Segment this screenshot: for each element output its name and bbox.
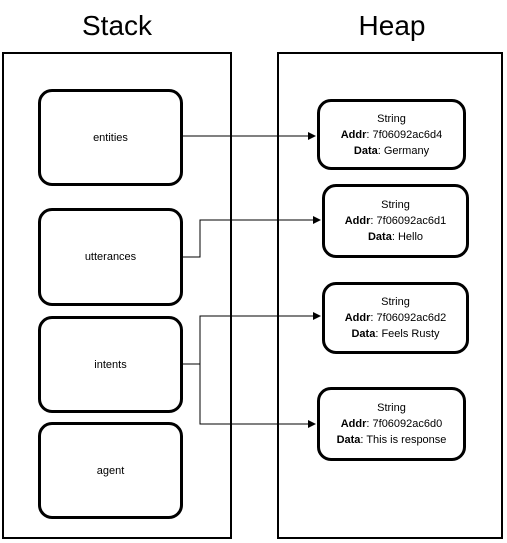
heap-string-3: String Addr: 7f06092ac6d0 Data: This is … (317, 387, 466, 461)
addr-label: Addr (340, 418, 367, 430)
stack-var-intents: intents (38, 316, 183, 413)
stack-var-entities: entities (38, 89, 183, 186)
data-value: : Hello (391, 231, 424, 243)
arrow-utterances (183, 216, 321, 258)
heap-string-2: String Addr: 7f06092ac6d2 Data: Feels Ru… (322, 282, 469, 354)
addr-value: : 7f06092ac6d4 (366, 128, 443, 141)
data-label: Data (351, 328, 376, 340)
data-label: Data (353, 144, 378, 157)
stack-var-utterances: utterances (38, 208, 183, 306)
addr-label: Addr (344, 215, 371, 227)
addr-value: : 7f06092ac6d1 (370, 215, 447, 227)
heap-panel (277, 52, 503, 539)
addr-label: Addr (340, 128, 367, 141)
data-label: Data (367, 231, 392, 243)
data-value: : Feels Rusty (375, 328, 440, 340)
string-type: String (377, 112, 406, 125)
addr-value: : 7f06092ac6d2 (370, 312, 447, 324)
data-value: : This is response (360, 434, 447, 446)
var-label: intents (94, 358, 127, 371)
arrow-intents-b (199, 364, 316, 428)
heap-string-1: String Addr: 7f06092ac6d1 Data: Hello (322, 184, 469, 258)
arrow-intents-a (183, 312, 321, 365)
var-label: utterances (84, 251, 137, 263)
stack-var-agent: agent (38, 422, 183, 519)
stack-panel (2, 52, 232, 539)
stack-title: Stack (81, 10, 153, 41)
addr-value: : 7f06092ac6d0 (366, 418, 443, 430)
string-type: String (381, 296, 410, 308)
data-value: : Germany (377, 144, 430, 157)
string-type: String (381, 199, 410, 211)
var-label: agent (96, 464, 125, 477)
heap-string-0: String Addr: 7f06092ac6d4 Data: Germany (317, 99, 466, 170)
heap-title: Heap (358, 10, 426, 41)
data-label: Data (336, 434, 361, 446)
var-label: entities (93, 131, 128, 144)
addr-label: Addr (344, 312, 371, 324)
string-type: String (377, 402, 406, 414)
